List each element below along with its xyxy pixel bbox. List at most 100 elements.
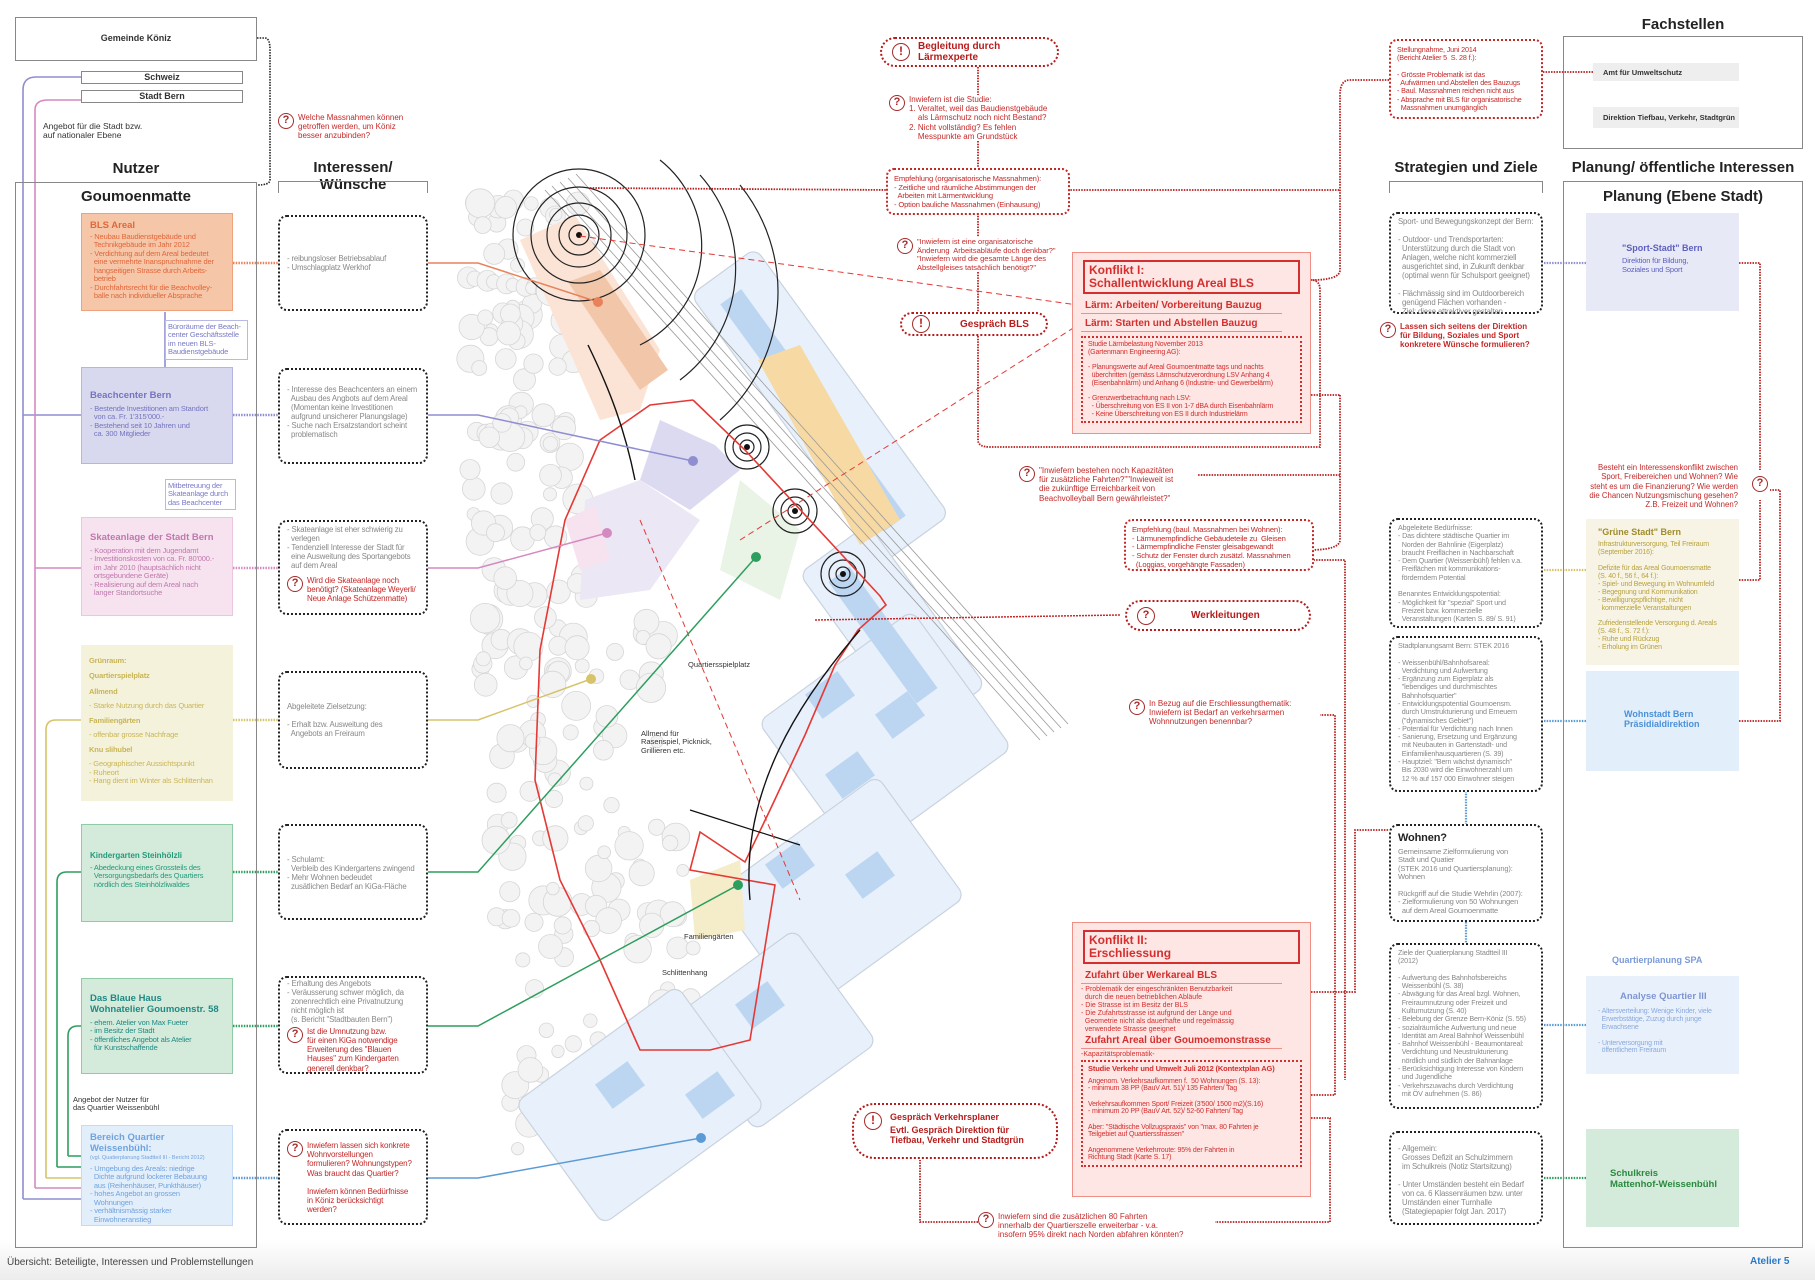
tree-canopy: [645, 633, 672, 660]
wohnen-title: Wohnen?: [1398, 832, 1447, 844]
konflikt-2-title: Konflikt II: Erschliessung: [1083, 930, 1300, 965]
interesse-text: Abgeleitete Zielsetzung: - Erhalt bzw. A…: [287, 702, 383, 738]
tree-canopy: [542, 436, 559, 452]
tree-canopy: [524, 912, 544, 932]
tree-canopy: [524, 733, 541, 749]
planung-analyse-quartier: Analyse Quartier III - Altersverteilung:…: [1586, 976, 1739, 1074]
fachstellen-frame: [1563, 36, 1803, 149]
fachstelle-tiefbau: Direktion Tiefbau, Verkehr, Stadtgrün: [1593, 107, 1739, 128]
tree-canopy: [639, 912, 665, 938]
tree-canopy: [561, 691, 592, 721]
tree-canopy: [529, 524, 547, 541]
exclamation-icon: !: [912, 315, 930, 333]
blau-title: Das Blaue Haus Wohnatelier Goumoenstr. 5…: [90, 993, 219, 1015]
gruen-spielplatz: Quartierspielplatz: [89, 671, 150, 681]
planung-gruene-stadt: "Grüne Stadt" Bern Infrastrukturversorgu…: [1586, 519, 1739, 665]
angebot-quartier-note: Angebot der Nutzer für das Quartier Weis…: [73, 1095, 160, 1113]
interesse-text: - Erhaltung des Angebots - Veräusserung …: [287, 979, 404, 1024]
konflikt-2-sub1: Zufahrt über Werkareal BLS: [1081, 968, 1282, 985]
planung-frame: [1563, 181, 1803, 1248]
question-koeniz: ?Welche Massnahmen können getroffen werd…: [278, 113, 403, 141]
gruene-stadt-text: Infrastrukturversorgung, Teil Freiraum (…: [1598, 541, 1717, 652]
interessen-bracket: [278, 181, 428, 193]
tree-canopy: [490, 482, 513, 505]
mitbetreuung-note: Mitbetreuung der Skateanlage durch das B…: [165, 479, 236, 511]
tree-canopy: [477, 309, 494, 326]
tree-canopy: [481, 825, 511, 855]
tree-canopy: [471, 360, 488, 376]
goumoenmatte-title: Goumoenmatte: [80, 188, 191, 205]
tree-canopy: [483, 242, 506, 265]
interesse-box-bls: - reibungsloser Betriebsablauf - Umschla…: [278, 215, 428, 311]
tree-canopy: [546, 881, 560, 896]
question-interessenkonflikt: Besteht ein Interessenskonflikt zwischen…: [1589, 463, 1738, 510]
gruen-knu: Knu slihubel: [89, 744, 133, 754]
gruene-stadt-title: "Grüne Stadt" Bern: [1598, 527, 1682, 537]
nutzer-gruenraum: Grünraum: Quartierspielplatz Allmend - S…: [81, 645, 233, 801]
tree-canopy: [582, 919, 601, 938]
tree-canopy: [574, 658, 590, 674]
tree-canopy: [603, 796, 620, 814]
exclamation-icon: !: [864, 1112, 882, 1130]
tree-canopy: [506, 452, 526, 472]
nutzer-beachcenter: Beachcenter Bern - Bestende Investitione…: [81, 367, 233, 464]
schweiz-box: Schweiz: [81, 71, 243, 84]
sport-stadt-text: Direktion für Bildung, Soziales und Spor…: [1622, 256, 1689, 274]
interesse-box-gruen: Abgeleitete Zielsetzung: - Erhalt bzw. A…: [278, 671, 428, 769]
tree-canopy: [595, 907, 622, 934]
konflikt-2-studie-title: Studie Verkehr und Umwelt Juli 2012 (Kon…: [1088, 1064, 1275, 1074]
gemeinde-koeniz-box: Gemeinde Köniz: [15, 17, 257, 61]
interessen-heading: Interessen/ Wünsche: [313, 159, 393, 193]
map-label-spielplatz: Quartiersspielplatz: [688, 660, 751, 669]
nutzer-bereich-quartier: Bereich Quartier Weissenbühl: (vgl. Quat…: [81, 1125, 233, 1226]
tree-canopy: [579, 776, 594, 791]
interesse-box-blau: - Erhaltung des Angebots - Veräusserung …: [278, 976, 428, 1074]
analyse-title: Analyse Quartier III: [1620, 991, 1707, 1002]
question-icon: ?: [287, 1026, 303, 1043]
beach-title: Beachcenter Bern: [90, 390, 172, 401]
tree-canopy: [531, 403, 556, 428]
question-wohnen: ?Inwiefern lassen sich konkrete Wohnvors…: [287, 1141, 419, 1215]
tree-canopy: [543, 487, 558, 502]
strategie-beduerfnisse: Abgeleitete Bedürfnisse: - Das dichtere …: [1389, 518, 1543, 628]
konflikt-1-sub2: Lärm: Starten und Abstellen Bauzug: [1081, 316, 1282, 333]
tree-canopy: [538, 934, 563, 959]
gruen-title: Grünraum:: [89, 656, 127, 665]
tree-canopy: [500, 303, 521, 325]
stadt-bern-box: Stadt Bern: [81, 90, 243, 103]
tree-canopy: [492, 413, 512, 433]
map-label-allmend: Allmend für Rasenspiel, Picknick, Grilli…: [641, 729, 712, 755]
question-icon: ?: [1019, 466, 1035, 482]
tree-canopy: [461, 476, 486, 501]
nutzer-heading: Nutzer: [112, 160, 160, 177]
tree-canopy: [564, 1035, 582, 1053]
konflikt-1-box: Konflikt I: Schallentwicklung Areal BLS …: [1072, 252, 1311, 434]
question-erschliessung: ?In Bezug auf die Erschliessungthematik:…: [1129, 699, 1291, 727]
tree-canopy: [469, 603, 501, 634]
tree-canopy: [499, 881, 521, 903]
stellungnahme-box: Stellungnahme, Juni 2014 (Bericht Atelie…: [1389, 39, 1543, 119]
tree-canopy: [685, 940, 701, 956]
tree-canopy: [459, 459, 481, 481]
question-icon: ?: [1752, 476, 1768, 492]
interesse-box-skate: - Skateanlage ist eher schwierig zu verl…: [278, 520, 428, 615]
gespraech-bls-callout: !Gespräch BLS: [900, 312, 1048, 336]
konflikt-1-sub1: Lärm: Arbeiten/ Vorbereitung Bauzug: [1081, 298, 1282, 315]
strategie-wohnen: Wohnen? Gemeinsame Zielformulierung von …: [1389, 824, 1543, 922]
question-icon: ?: [897, 238, 913, 254]
question-blau: ?Ist die Umnutzung bzw. für einen KiGa n…: [287, 1026, 419, 1073]
konflikt-2-box: Konflikt II: Erschliessung Zufahrt über …: [1072, 922, 1311, 1197]
planung-schulkreis: Schulkreis Mattenhof-Weissenbühl: [1586, 1129, 1739, 1227]
bueroraeume-note: Büroräume der Beach- center Geschäftsste…: [165, 320, 248, 360]
question-icon: ?: [1129, 699, 1145, 715]
tree-canopy: [519, 780, 541, 802]
question-icon: ?: [889, 95, 905, 111]
strategien-heading: Strategien und Ziele: [1394, 159, 1538, 176]
tree-canopy: [551, 1044, 565, 1059]
kiga-text: - Abedeckung eines Grossteils des Versor…: [90, 863, 204, 889]
planung-title: Planung (Ebene Stadt): [1602, 188, 1763, 205]
gruen-familiengaerten: Familiengärten: [89, 715, 141, 725]
question-studie: ?Inwiefern ist die Studie: 1. Veraltet, …: [889, 95, 1047, 141]
